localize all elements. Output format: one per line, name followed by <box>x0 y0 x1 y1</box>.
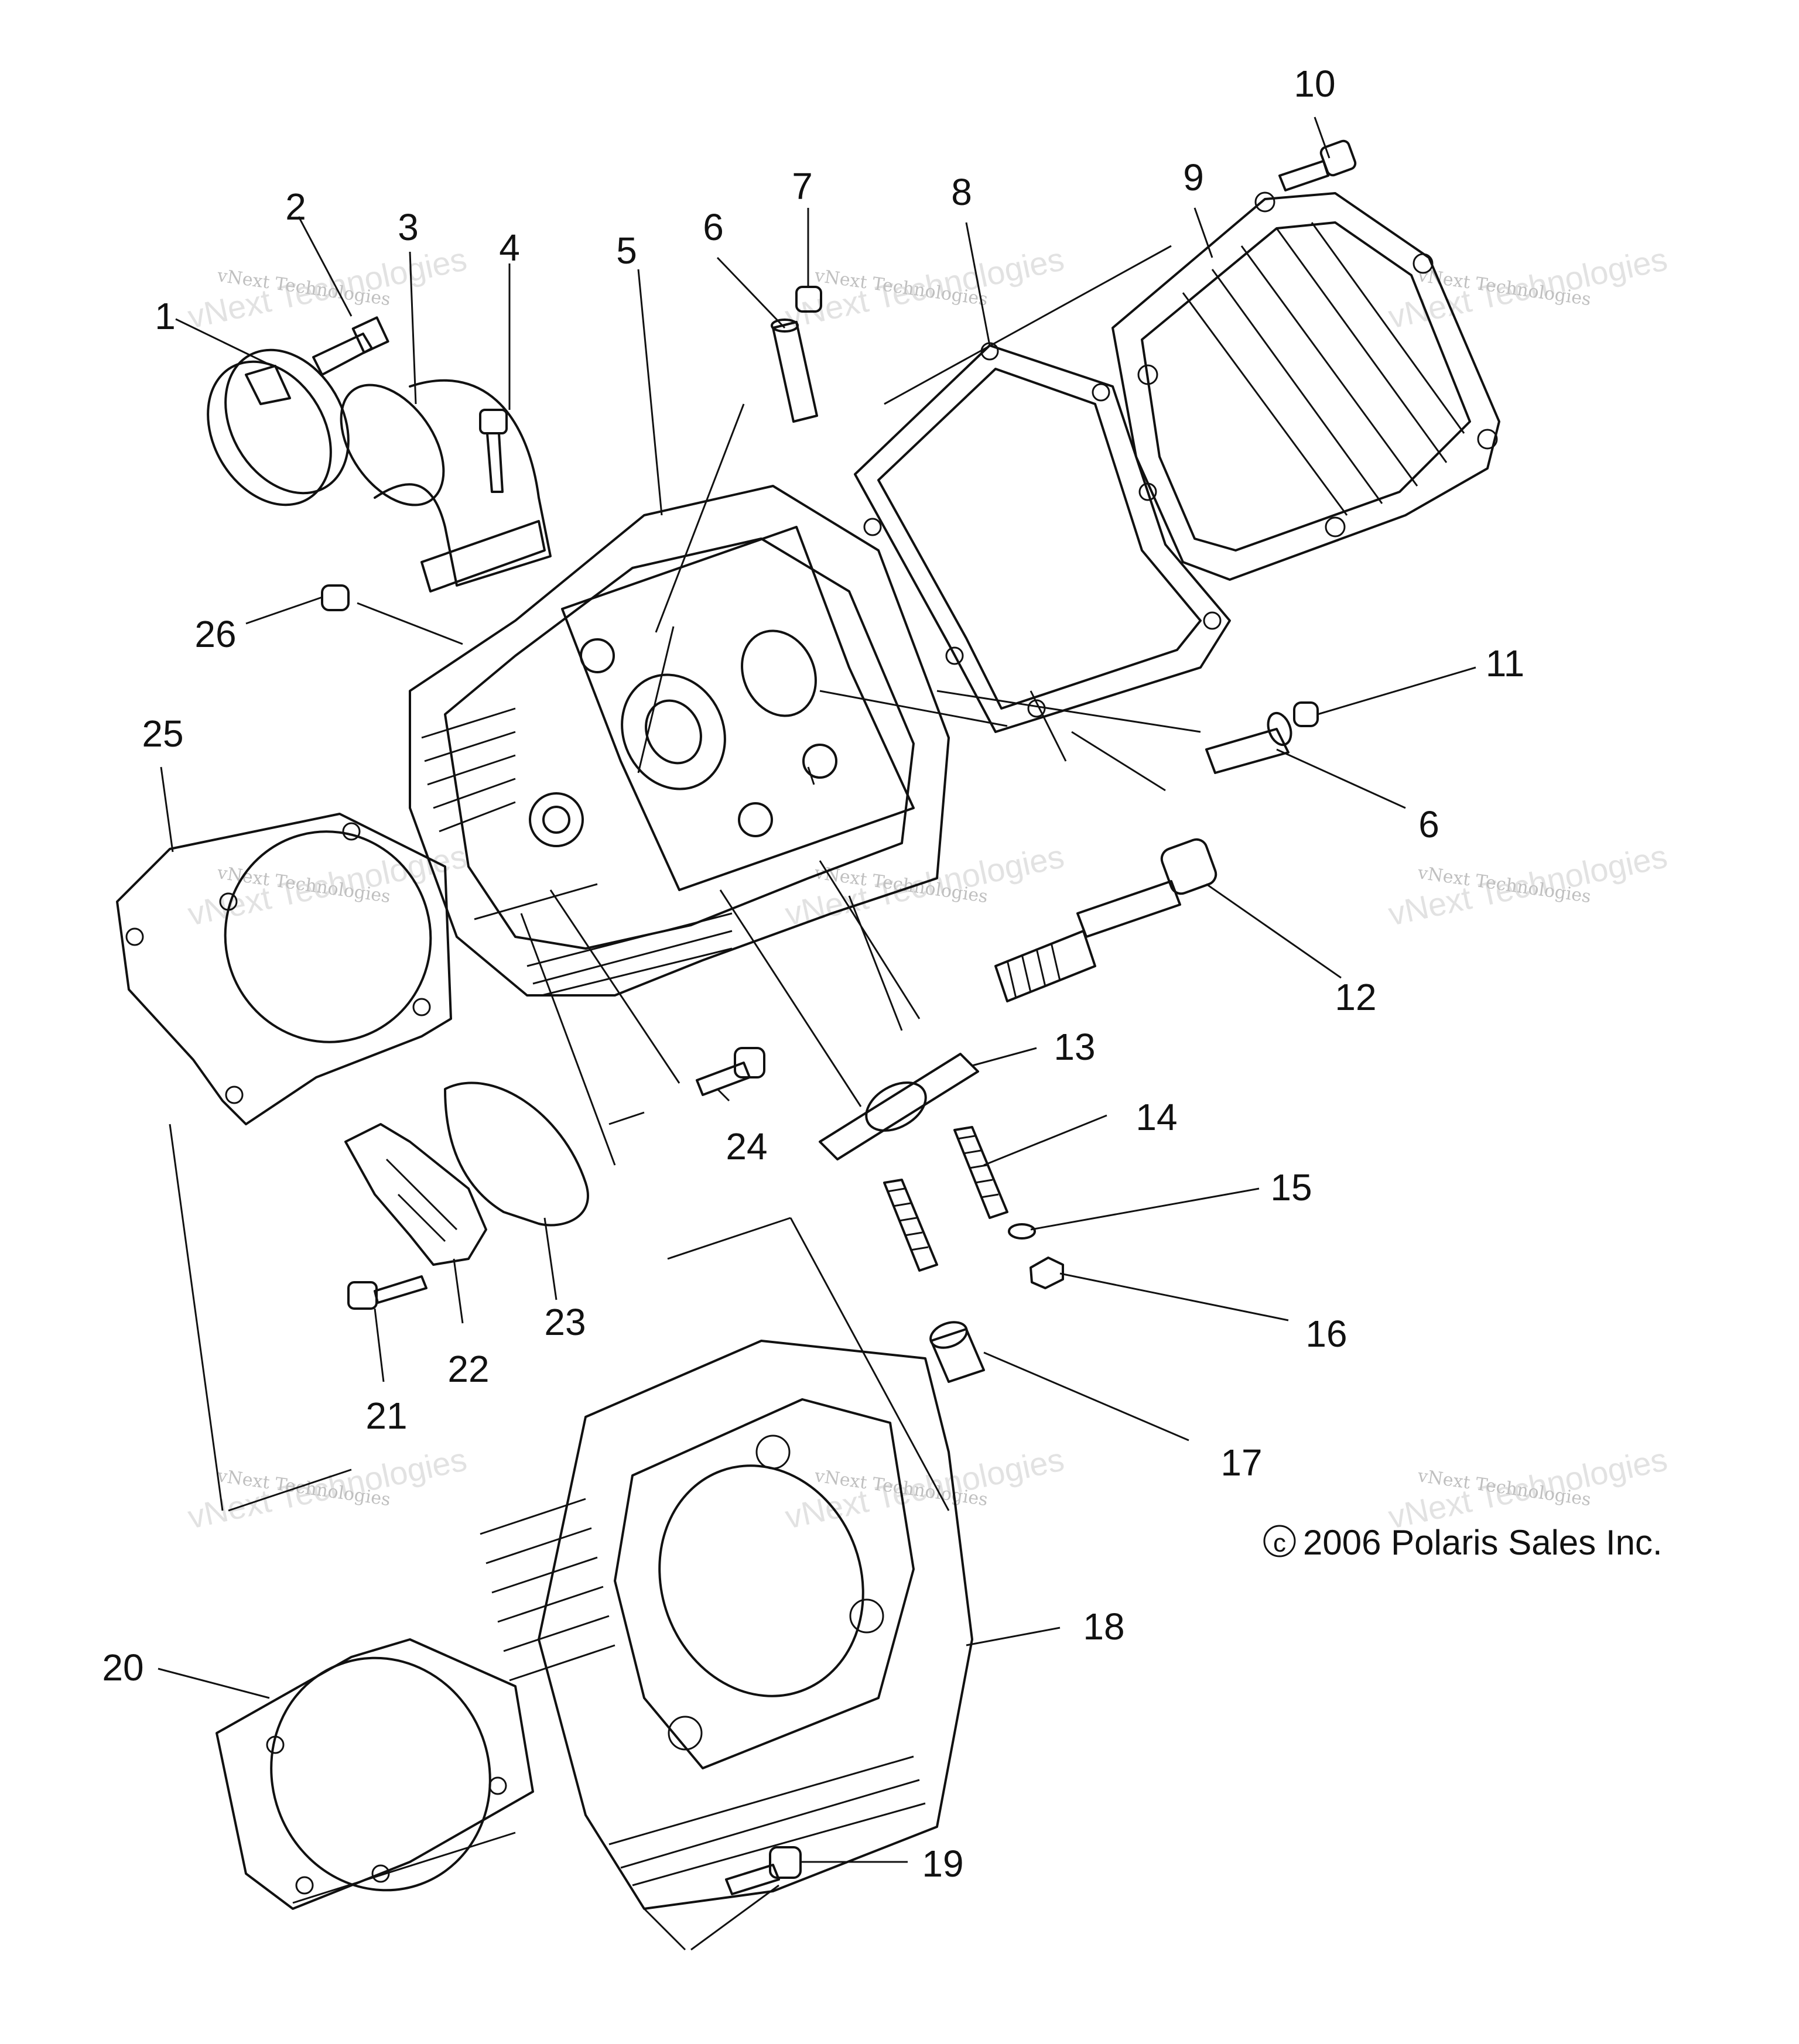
callout-10: 10 <box>1294 63 1335 105</box>
nut-part <box>1030 1256 1064 1289</box>
cylinder-bolt-part <box>725 1846 802 1895</box>
small-gasket-part <box>819 1053 979 1160</box>
callout-2: 2 <box>285 186 306 228</box>
callout-14: 14 <box>1136 1096 1177 1138</box>
clamp-screw-part <box>312 316 389 376</box>
base-gasket-part <box>216 1638 534 1910</box>
cylinder-head-part <box>409 485 950 997</box>
bolt-part <box>479 409 508 493</box>
dowel-sleeve-part <box>929 1321 985 1383</box>
copyright-notice: c 2006 Polaris Sales Inc. <box>1263 1523 1663 1562</box>
callout-9: 9 <box>1183 156 1204 198</box>
copyright-symbol: c <box>1273 1529 1286 1557</box>
callout-15: 15 <box>1270 1166 1312 1208</box>
valve-cover-part <box>1111 191 1500 581</box>
dowel-upper-part <box>771 319 818 423</box>
callout-13: 13 <box>1054 1026 1095 1068</box>
watermark: vNext Technologies vNext Technologies <box>1385 1440 1670 1535</box>
stud-left-part <box>883 1179 938 1272</box>
callout-6-upper: 6 <box>703 206 724 248</box>
watermark: vNext Technologies vNext Technologies <box>184 240 470 335</box>
washer-part <box>1008 1223 1036 1240</box>
callout-21: 21 <box>365 1395 407 1437</box>
callout-25: 25 <box>142 713 183 755</box>
callout-4: 4 <box>499 227 520 269</box>
cylinder-part <box>480 1340 973 1910</box>
watermark: vNext Technologies vNext Technologies <box>782 837 1067 932</box>
cover-plate-part <box>344 1123 487 1266</box>
copyright-text: 2006 Polaris Sales Inc. <box>1303 1523 1663 1562</box>
callout-labels: 1 2 3 4 5 6 7 8 9 10 11 6 12 13 14 15 16… <box>102 63 1524 1885</box>
head-bolt-part <box>994 838 1217 1002</box>
callout-7: 7 <box>792 165 813 207</box>
copyright-symbol-circle <box>1263 1525 1296 1557</box>
small-bolt-part <box>347 1275 427 1310</box>
valve-cover-gasket-part <box>854 342 1231 733</box>
callout-5: 5 <box>616 230 637 272</box>
assembly-lines <box>169 245 1201 1951</box>
callout-18: 18 <box>1083 1605 1124 1648</box>
watermark: vNext Technologies vNext Technologies <box>782 240 1067 335</box>
callout-11: 11 <box>1486 642 1524 684</box>
o-ring-gasket-part <box>444 1081 589 1227</box>
leader-lines <box>158 117 1476 1863</box>
callout-17: 17 <box>1220 1442 1262 1484</box>
cover-bolt-part <box>1278 139 1357 191</box>
head-small-bolt-part <box>696 1047 765 1096</box>
watermark: vNext Technologies vNext Technologies <box>782 1440 1067 1535</box>
callout-1: 1 <box>155 295 176 337</box>
callout-16: 16 <box>1305 1313 1347 1355</box>
callout-24: 24 <box>726 1125 767 1167</box>
watermark: vNext Technologies vNext Technologies <box>1385 837 1670 932</box>
callout-23: 23 <box>544 1301 586 1343</box>
callout-19: 19 <box>922 1843 963 1885</box>
clamp-part <box>207 348 350 506</box>
callout-8: 8 <box>951 171 972 213</box>
plug-left-part <box>321 584 350 611</box>
stud-part <box>953 1126 1008 1219</box>
callout-3: 3 <box>398 206 419 248</box>
watermark: vNext Technologies vNext Technologies <box>184 1440 470 1535</box>
intake-boot-part <box>340 379 552 593</box>
callout-20: 20 <box>102 1646 143 1689</box>
head-gasket-part <box>116 813 452 1125</box>
dowel-right-part <box>1205 711 1292 774</box>
callout-6-right: 6 <box>1418 803 1439 845</box>
plug-right-part <box>1293 701 1319 727</box>
callout-26: 26 <box>194 613 236 655</box>
callout-22: 22 <box>447 1348 489 1390</box>
callout-12: 12 <box>1335 976 1376 1018</box>
